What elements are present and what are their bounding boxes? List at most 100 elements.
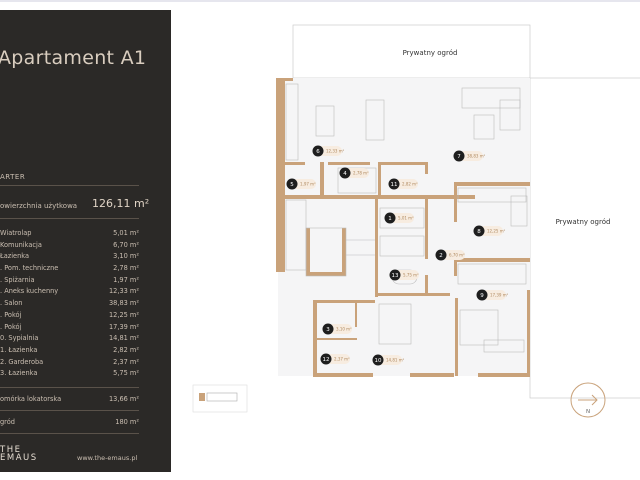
room-area: 17,39 m² [108, 322, 139, 331]
total-area-value: 126,11 m² [92, 197, 150, 210]
keyplan [199, 392, 238, 402]
garden-value: 180 m² [115, 418, 139, 426]
room-area: 2,78 m² [113, 264, 139, 273]
apartment-title: Apartament A1 [0, 47, 147, 69]
room-number: 6 [316, 149, 320, 155]
room-name: . Pokój [0, 310, 22, 319]
room-area: 6,70 m² [113, 240, 139, 249]
room-number-badge [339, 167, 351, 179]
room-label: 6 12,33 m² [312, 145, 345, 157]
arrow-right-icon [578, 394, 598, 406]
divider [0, 433, 139, 434]
room-number-badge [476, 289, 488, 301]
garden-top-label: Prywatny ogród [403, 49, 458, 57]
room-area: 5,01 m² [113, 229, 139, 237]
room-area: 14,81 m² [108, 334, 139, 343]
room-area: 5,75 m² [403, 273, 419, 278]
room-number-badge [389, 269, 401, 281]
room-area: 14,81 m² [386, 358, 405, 363]
divider [0, 218, 139, 219]
room-area: 2,37 m² [113, 357, 139, 366]
room-row: 2. Garderoba 2,37 m² [0, 358, 139, 370]
room-number: 11 [391, 182, 398, 188]
room-area: 1,97 m² [113, 275, 139, 284]
storage-value: 13,66 m² [108, 395, 139, 403]
room-number: 4 [343, 171, 347, 177]
room-name: Wiatrolap [0, 229, 32, 237]
compass[interactable]: N [570, 382, 606, 418]
room-area: 5,75 m² [113, 369, 139, 378]
room-label: 3 3,10 m² [322, 323, 352, 335]
room-area: 12,25 m² [108, 310, 139, 319]
room-label: 12 2,37 m² [320, 353, 350, 365]
room-row: . Pokój 17,39 m² [0, 323, 139, 335]
room-name: . Aneks kuchenny [0, 287, 59, 296]
room-number-badge [312, 145, 324, 157]
room-number: 8 [477, 229, 481, 235]
room-area: 12,33 m² [326, 149, 345, 154]
room-number: 2 [439, 253, 443, 259]
storage-label: omórka lokatorska [0, 395, 62, 403]
garden-right-area [529, 77, 640, 399]
divider [0, 387, 139, 388]
room-row: Wiatrolap 5,01 m² [0, 229, 139, 241]
room-row: . Pokój 12,25 m² [0, 311, 139, 323]
room-number-badge [388, 178, 400, 190]
floor-label: ARTER [0, 173, 26, 181]
website-link[interactable]: www.the-emaus.pl [77, 454, 138, 462]
room-number: 7 [457, 154, 461, 160]
room-number-badge [473, 225, 485, 237]
total-area-label: owierzchnia użytkowa [0, 202, 78, 210]
room-area: 3,10 m² [336, 327, 352, 332]
room-number: 12 [323, 357, 330, 363]
garden-row: gród 180 m² [0, 418, 139, 426]
room-number-badge [322, 323, 334, 335]
room-number: 10 [375, 358, 382, 364]
room-row: . Spiżarnia 1,97 m² [0, 276, 139, 288]
storage-row: omórka lokatorska 13,66 m² [0, 395, 139, 403]
room-name: . Pokój [0, 322, 22, 331]
room-number-badge [320, 353, 332, 365]
room-area: 2,82 m² [113, 345, 139, 354]
room-name: 2. Garderoba [0, 357, 44, 366]
room-row: 3. Łazienka 5,75 m² [0, 369, 139, 381]
room-name: Łazienka [0, 252, 30, 261]
room-number-badge [435, 249, 447, 261]
room-name: 1. Łazienka [0, 345, 38, 354]
room-row: 1. Łazienka 2,82 m² [0, 346, 139, 358]
room-area: 1,97 m² [300, 182, 316, 187]
room-label: 4 2,78 m² [339, 167, 369, 179]
room-number: 9 [480, 293, 484, 299]
room-name: . Spiżarnia [0, 275, 35, 284]
room-list: Wiatrolap 5,01 m² Komunikacja 6,70 m² Łazien… [0, 229, 139, 381]
divider [0, 410, 139, 411]
room-area: 2,37 m² [334, 357, 350, 362]
room-name: 0. Sypialnia [0, 334, 39, 343]
divider [0, 185, 139, 186]
info-panel: Apartament A1 ARTER owierzchnia użytkowa… [0, 10, 171, 472]
room-area: 5,01 m² [398, 216, 414, 221]
room-label: 13 5,75 m² [389, 269, 419, 281]
room-area: 2,78 m² [353, 171, 369, 176]
room-label: 10 14,81 m² [372, 354, 405, 366]
garden-top-area [292, 24, 531, 79]
room-name: 3. Łazienka [0, 369, 38, 378]
room-number: 3 [326, 327, 330, 333]
walls [276, 78, 530, 377]
room-number: 13 [392, 273, 399, 279]
compass-north-label: N [586, 409, 590, 415]
room-name: Komunikacja [0, 240, 42, 249]
garden-label: gród [0, 418, 15, 426]
